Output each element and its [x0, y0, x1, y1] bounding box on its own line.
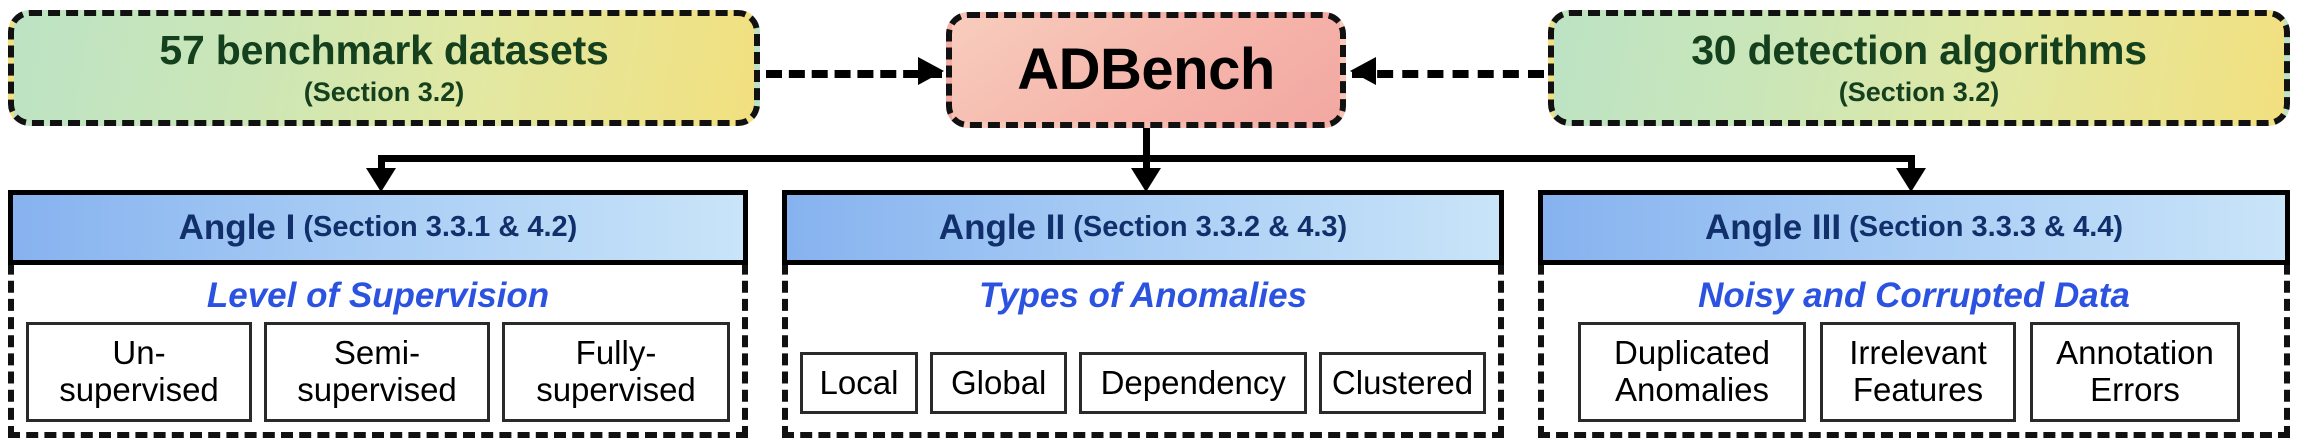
- benchmark-datasets-box: 57 benchmark datasets (Section 3.2): [8, 10, 760, 126]
- angle-2-header: Angle II (Section 3.3.2 & 4.3): [782, 190, 1504, 265]
- adbench-title: ADBench: [1017, 36, 1275, 102]
- angle-2-leaf-dependency: Dependency: [1079, 352, 1308, 414]
- angle-1-header-title: Angle I: [178, 207, 296, 247]
- angle-2-leaf-clustered: Clustered: [1319, 352, 1486, 414]
- angle-3-leaf-row: Duplicated Anomalies Irrelevant Features…: [1578, 322, 2254, 422]
- angle-3-header: Angle III (Section 3.3.3 & 4.4): [1538, 190, 2290, 265]
- angle-1-header-section: (Section 3.3.1 & 4.2): [303, 211, 578, 243]
- angle-1-subtitle: Level of Supervision: [206, 276, 550, 315]
- angle-2-header-title: Angle II: [938, 207, 1066, 247]
- angle-1-leaf-fully-supervised: Fully- supervised: [502, 322, 730, 422]
- angle-3-leaf-irrelevant-features: Irrelevant Features: [1820, 322, 2016, 422]
- angle-1-header: Angle I (Section 3.3.1 & 4.2): [8, 190, 748, 265]
- benchmark-datasets-title: 57 benchmark datasets: [159, 27, 609, 74]
- arrow-right-dashed-icon: [918, 57, 944, 85]
- detection-algorithms-title: 30 detection algorithms: [1691, 27, 2147, 74]
- arrow-down-icon-panel-1: [366, 168, 396, 192]
- connector-drop-left: [378, 155, 385, 175]
- angle-2-leaf-row: Local Global Dependency Clustered: [800, 352, 1486, 414]
- angle-3-leaf-annotation-errors: Annotation Errors: [2030, 322, 2240, 422]
- angle-2-header-section: (Section 3.3.2 & 4.3): [1073, 211, 1348, 243]
- arrow-left-dashed-line: [1352, 70, 1544, 78]
- angle-2-subtitle: Types of Anomalies: [978, 276, 1308, 315]
- arrow-down-icon-panel-3: [1896, 168, 1926, 192]
- connector-drop-right: [1908, 155, 1915, 175]
- adbench-box: ADBench: [946, 12, 1346, 128]
- detection-algorithms-box: 30 detection algorithms (Section 3.2): [1548, 10, 2290, 126]
- angle-3-leaf-duplicated-anomalies: Duplicated Anomalies: [1578, 322, 1806, 422]
- angle-2-leaf-global: Global: [929, 352, 1068, 414]
- angle-3-header-title: Angle III: [1704, 207, 1842, 247]
- angle-1-leaf-semi-supervised: Semi- supervised: [264, 322, 490, 422]
- angle-1-leaf-row: Un- supervised Semi- supervised Fully- s…: [26, 322, 730, 422]
- benchmark-datasets-subtitle: (Section 3.2): [303, 77, 465, 108]
- arrow-right-dashed-line: [766, 70, 942, 78]
- detection-algorithms-subtitle: (Section 3.2): [1838, 77, 2000, 108]
- angle-1-leaf-unsupervised: Un- supervised: [26, 322, 252, 422]
- connector-drop-center: [1143, 155, 1150, 175]
- angle-3-header-section: (Section 3.3.3 & 4.4): [1849, 211, 2124, 243]
- arrow-down-icon-panel-2: [1131, 168, 1161, 192]
- angle-2-leaf-local: Local: [800, 352, 918, 414]
- arrow-left-dashed-icon: [1350, 57, 1376, 85]
- angle-3-subtitle: Noisy and Corrupted Data: [1698, 276, 2130, 315]
- connector-stem: [1143, 128, 1150, 160]
